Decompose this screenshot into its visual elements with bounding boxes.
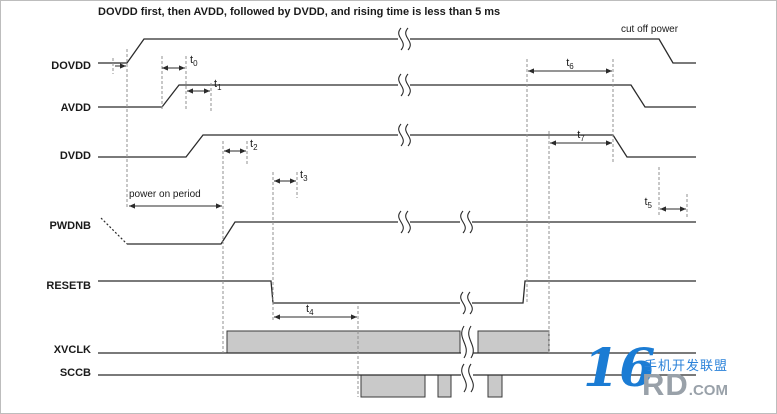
- svg-text:t0: t0: [190, 54, 198, 68]
- svg-text:t2: t2: [250, 138, 258, 152]
- signal-label-pwdnb: PWDNB: [49, 220, 91, 232]
- watermark-chinese-text: 手机开发联盟: [644, 358, 729, 373]
- watermark-brand: RD.COM: [642, 367, 728, 402]
- svg-text:t5: t5: [644, 196, 652, 210]
- svg-text:t1: t1: [214, 78, 222, 92]
- signal-label-sccb: SCCB: [59, 367, 91, 379]
- watermark-number: 16: [583, 338, 656, 399]
- diagram-title: DOVDD first, then AVDD, followed by DVDD…: [98, 6, 501, 18]
- signal-label-xvclk: XVCLK: [53, 344, 91, 356]
- signal-label-dovdd: DOVDD: [51, 60, 91, 72]
- signal-label-avdd: AVDD: [60, 102, 91, 114]
- svg-text:t6: t6: [566, 57, 574, 71]
- signal-label-resetb: RESETB: [46, 280, 91, 292]
- svg-text:t4: t4: [306, 303, 314, 317]
- svg-text:t7: t7: [577, 129, 585, 143]
- svg-text:cut off power: cut off power: [621, 24, 679, 35]
- svg-text:power on period: power on period: [129, 189, 201, 200]
- signal-label-dvdd: DVDD: [59, 150, 91, 162]
- watermark-logo: 16 手机开发联盟 RD.COM: [583, 343, 775, 413]
- svg-text:t3: t3: [300, 169, 308, 183]
